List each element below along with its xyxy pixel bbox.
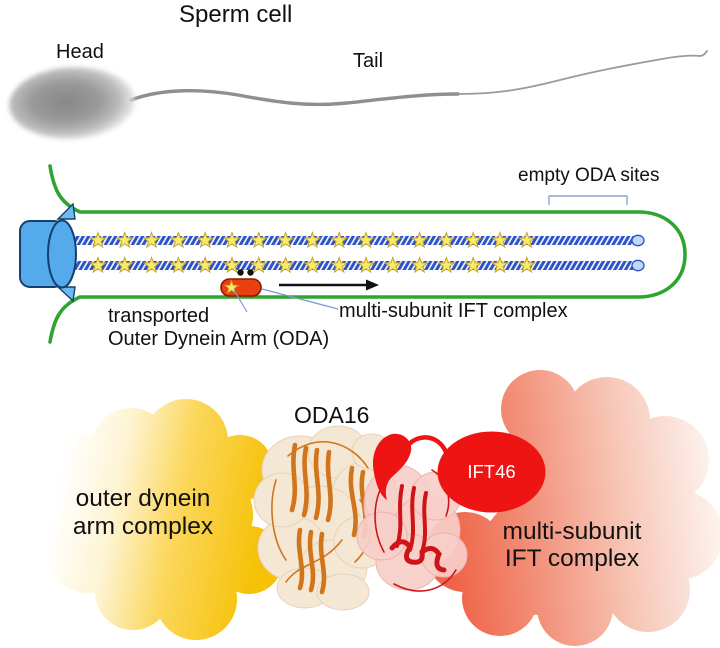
ift-complex-line2: IFT complex <box>504 545 640 572</box>
callout-line-ift <box>261 288 339 310</box>
membrane-outline <box>48 164 687 344</box>
outer-dynein-arm-label: outer dynein arm complex <box>52 485 234 541</box>
empty-oda-sites-label: empty ODA sites <box>518 165 660 186</box>
transition-fiber-bottom <box>56 286 76 303</box>
transported-oda-line1: transported <box>108 305 210 327</box>
sperm-head <box>9 66 135 140</box>
ift-train <box>220 269 262 297</box>
figure-title: Sperm cell <box>179 1 293 28</box>
microtubule-lower <box>72 259 645 272</box>
basal-body <box>19 202 77 303</box>
direction-arrow <box>279 279 379 291</box>
cargo-star <box>223 279 240 295</box>
oda16-protein-structure <box>253 425 398 611</box>
ift46-label: IFT46 <box>467 461 516 482</box>
sperm-cell-illustration <box>9 50 708 140</box>
sperm-tail-tip <box>457 50 708 95</box>
ift-motor-dot-2 <box>247 269 254 276</box>
outer-dynein-line1: outer dynein <box>75 485 211 512</box>
ift-complex-mid-label: multi-subunit IFT complex <box>339 300 568 322</box>
ift46-hook <box>372 433 449 500</box>
ift46-ellipse <box>437 431 546 513</box>
ift-complex-bottom-label: multi-subunit IFT complex <box>487 518 657 572</box>
microtubule-upper <box>72 234 645 247</box>
sperm-tail-label: Tail <box>353 50 384 72</box>
ift-complex-line1: multi-subunit <box>502 518 642 545</box>
structure-cartoon <box>42 370 720 646</box>
empty-sites-bracket <box>548 195 628 205</box>
transported-oda-label: transported Outer Dynein Arm (ODA) <box>108 305 329 351</box>
callout-line-transported <box>233 289 248 313</box>
transported-oda-line2: Outer Dynein Arm (ODA) <box>108 328 330 350</box>
oda-site-stars <box>89 231 536 274</box>
sperm-head-label: Head <box>56 41 104 63</box>
outer-dynein-line2: arm complex <box>72 513 214 540</box>
oda16-label: ODA16 <box>294 402 370 428</box>
ift-motor-dot-1 <box>237 269 244 276</box>
sperm-tail <box>129 88 460 107</box>
outer-dynein-cloud <box>42 399 283 640</box>
axoneme-diagram <box>19 164 687 344</box>
transition-fiber-top <box>56 202 76 220</box>
